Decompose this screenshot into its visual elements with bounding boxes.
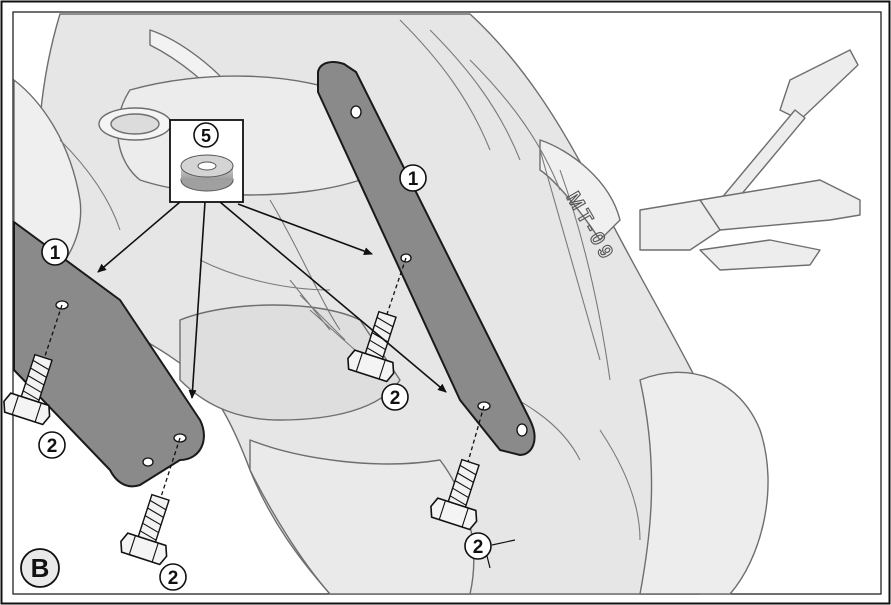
right-bracket-hole-tab: [516, 423, 528, 437]
right-bracket-plate: [317, 61, 536, 456]
right-bracket: [317, 61, 536, 456]
panel-letter-badge: B: [20, 548, 60, 588]
callout-label: 1: [50, 243, 61, 264]
spacer-callout-box: [169, 119, 244, 203]
left-bracket-plate: [13, 221, 205, 488]
callout-label: 5: [201, 126, 211, 146]
callout-5: 5: [193, 122, 219, 148]
spacer-arrows: [97, 201, 447, 399]
left-bracket-hole-tab: [142, 457, 154, 467]
callout-2-right-lower: 2: [464, 532, 492, 560]
callout-label: 2: [168, 568, 179, 589]
left-bracket: [13, 221, 205, 488]
callout-1-left: 1: [41, 238, 69, 266]
panel-letter: B: [31, 553, 50, 583]
right-bracket-hole-top: [350, 105, 362, 119]
callout-label: 2: [390, 388, 401, 409]
bolt-right-lower: [430, 458, 480, 531]
callout-label: 2: [47, 436, 58, 457]
bolt-left-lower: [120, 493, 170, 566]
right-mirror-drawing: [639, 49, 861, 271]
motorcycle-detail-lines: [59, 19, 641, 541]
bolt-left-upper: [3, 353, 53, 426]
callout-2-left-upper: 2: [38, 431, 66, 459]
callout-2-left-lower: 2: [159, 563, 187, 591]
callout-2-right-upper: 2: [381, 383, 409, 411]
callout-1-right: 1: [399, 164, 427, 192]
callout-label: 1: [408, 169, 419, 190]
alignment-lines: [41, 257, 485, 501]
callout-label: 2: [473, 537, 484, 558]
